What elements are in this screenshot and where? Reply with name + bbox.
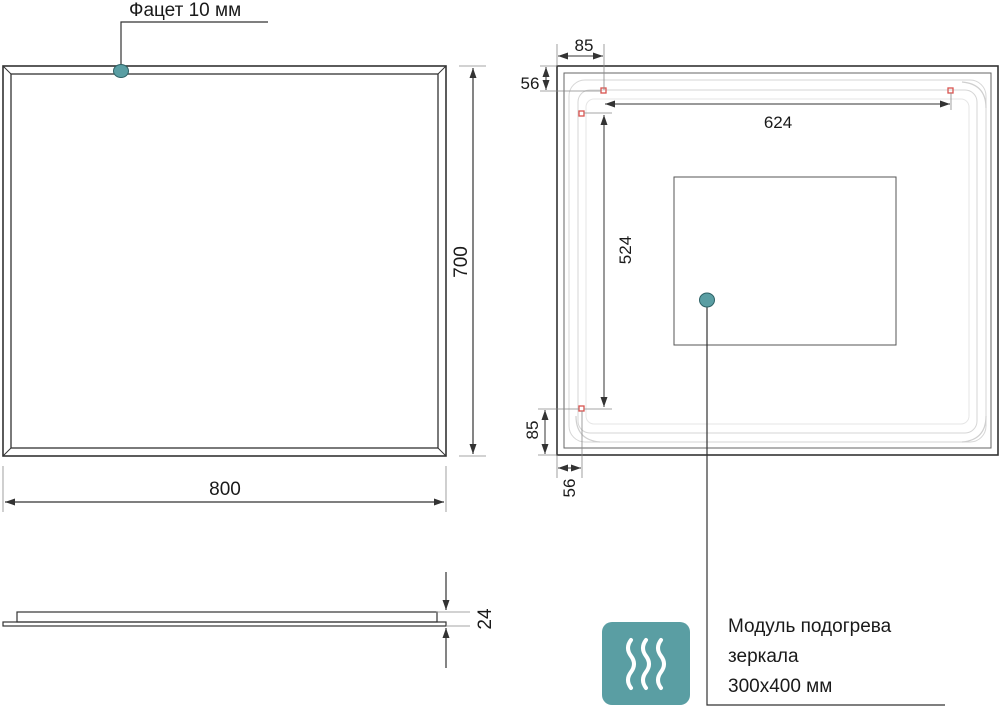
front-height-label: 700 xyxy=(451,246,472,278)
back-top-offset-y-label: 56 xyxy=(521,74,540,93)
front-view xyxy=(2,65,447,457)
back-top-offset-x-label: 85 xyxy=(575,36,594,55)
back-outer-edge xyxy=(556,65,999,456)
facet-marker-dot xyxy=(113,64,129,78)
back-vertical-span-dimension: 524 xyxy=(584,112,635,410)
mirror-outer-edge xyxy=(2,65,447,457)
mirror-facet-edge xyxy=(10,73,439,449)
heat-waves-icon xyxy=(602,622,690,705)
back-bottom-offset-y-label: 85 xyxy=(523,421,542,440)
front-height-dimension: 700 xyxy=(451,65,486,457)
heater-label-line3: 300x400 мм xyxy=(728,676,832,697)
back-frame-rail-core xyxy=(585,98,970,425)
heater-marker-dot xyxy=(699,292,715,308)
mount-point-left-upper xyxy=(578,110,585,117)
back-top-offset-x-dimension: 85 xyxy=(556,36,605,90)
facet-label: Фацет 10 мм xyxy=(129,0,241,21)
heat-icon-badge xyxy=(602,622,690,705)
side-thickness-label: 24 xyxy=(475,608,496,630)
heater-label-line2: зеркала xyxy=(728,646,799,667)
back-frame-rail-outer xyxy=(568,79,987,443)
back-bottom-offset-y-dimension: 85 xyxy=(523,408,579,456)
back-inner-edge xyxy=(563,72,992,449)
heater-label-line1: Модуль подогрева xyxy=(728,616,892,637)
front-width-label: 800 xyxy=(209,479,241,500)
mount-point-top-left xyxy=(600,87,607,94)
front-width-dimension: 800 xyxy=(2,466,447,512)
back-horizontal-span-label: 624 xyxy=(764,113,792,132)
mount-point-left-lower xyxy=(578,405,585,412)
back-vertical-span-label: 524 xyxy=(616,236,635,264)
facet-callout: Фацет 10 мм xyxy=(113,0,268,78)
side-mirror-glass xyxy=(2,621,447,627)
back-horizontal-span-dimension: 624 xyxy=(605,93,952,132)
heater-callout: Модуль подогрева зеркала 300x400 мм xyxy=(699,292,945,706)
mount-point-top-right xyxy=(947,87,954,94)
back-view xyxy=(556,65,999,456)
heater-module-outline xyxy=(673,176,897,346)
side-mirror-body xyxy=(16,611,438,623)
side-thickness-dimension: 24 xyxy=(436,572,496,668)
back-frame-rail-inner xyxy=(577,89,978,434)
side-view xyxy=(2,611,447,627)
back-top-offset-y-dimension: 56 xyxy=(521,65,601,93)
back-bottom-offset-x-dimension: 56 xyxy=(556,411,583,498)
back-bottom-offset-x-label: 56 xyxy=(560,479,579,498)
